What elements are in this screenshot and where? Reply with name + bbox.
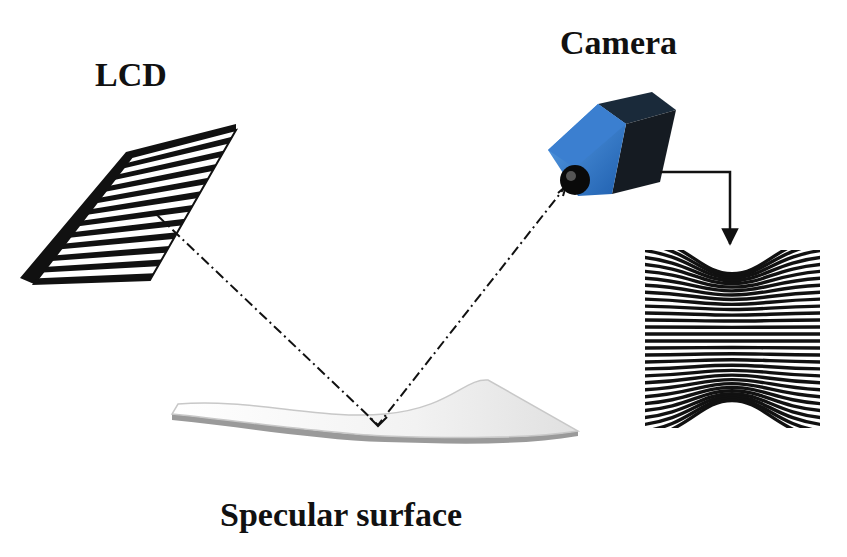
fringe-stripe (645, 346, 820, 350)
light-ray (158, 186, 566, 425)
fringe-stripe (645, 339, 820, 342)
lcd-stripe (52, 246, 170, 261)
fringe-stripe (645, 299, 820, 304)
lcd-stripe (43, 260, 162, 273)
fringe-stripe (645, 399, 820, 428)
part-label: LCD (95, 56, 167, 93)
fringe-stripe (645, 325, 820, 329)
reflection-mark (370, 417, 387, 426)
fringe-image (640, 236, 825, 439)
fringe-stripe (645, 354, 820, 355)
fringe-stripe (645, 332, 820, 335)
fringe-stripe (645, 400, 820, 428)
part-label: Specular surface (220, 496, 462, 533)
fringe-stripe (645, 313, 820, 315)
fringe-stripe (645, 320, 820, 321)
fringe-stripe (645, 271, 820, 287)
fringe-stripe (645, 365, 820, 369)
specular-sheet (172, 380, 578, 444)
fringe-stripe (645, 306, 820, 310)
camera (548, 92, 676, 196)
part-label: Camera (560, 24, 677, 61)
fringe-stripe (645, 292, 820, 300)
fringe-stripe (645, 360, 820, 362)
output-arrow (660, 172, 730, 244)
